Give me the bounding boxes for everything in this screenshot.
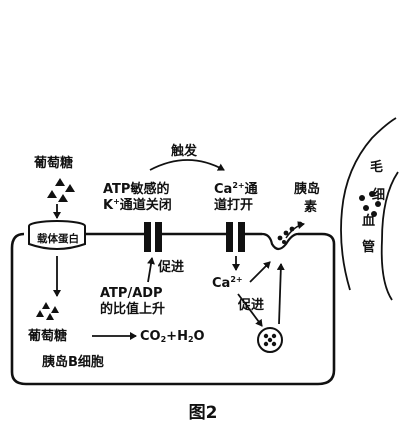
atp-adp-label-line2: 的比值上升	[100, 302, 166, 317]
insulin-granules-released	[277, 221, 303, 244]
carrier-protein-label: 载体蛋白	[37, 233, 79, 245]
promote-label-1: 促进	[158, 260, 185, 275]
capillary-char-3: 血	[362, 214, 376, 229]
atp-adp-label-line1: ATP/ADP	[100, 286, 163, 301]
insulin-label-line2: 素	[304, 200, 318, 215]
atp-k-channel-label-line1: ATP敏感的	[103, 182, 170, 197]
ca-ion-label: Ca2+	[212, 275, 243, 292]
glucose-inside-molecules	[36, 302, 59, 320]
insulin-vesicle	[257, 327, 283, 353]
capillary-char-1: 毛	[370, 160, 384, 175]
exocytosis-opening	[261, 232, 299, 251]
glucose-outside-label: 葡萄糖	[34, 156, 74, 171]
carrier-protein	[28, 220, 86, 250]
capillary-insulin-dots	[359, 191, 381, 217]
trigger-label: 触发	[171, 144, 198, 159]
arrow-trigger	[149, 159, 225, 171]
k-channel	[144, 222, 162, 252]
arrow-ca-to-vesicle	[237, 293, 263, 327]
ca-channel	[226, 222, 245, 252]
cell-membrane	[10, 232, 336, 386]
arrow-ratio-promote-k	[147, 257, 155, 283]
capillary-char-2: 细	[372, 188, 386, 203]
glucose-outside-molecules	[47, 178, 75, 202]
arrow-ca-to-exocytosis	[249, 261, 271, 283]
glucose-inside-label: 葡萄糖	[28, 329, 68, 344]
cell-name-label: 胰岛B细胞	[42, 355, 104, 370]
ca-channel-label-line2: 道打开	[214, 198, 254, 213]
insulin-label-line1: 胰岛	[294, 182, 321, 197]
ca-channel-label-line1: Ca2+通	[214, 181, 258, 198]
promote-label-2: 促进	[238, 298, 265, 313]
capillary-char-4: 管	[362, 240, 376, 255]
capillary-vessel	[340, 117, 399, 301]
arrow-vesicle-to-membrane	[276, 263, 285, 325]
figure-caption: 图2	[188, 403, 218, 423]
products-label: CO2+H2O	[140, 329, 205, 344]
arrow-insulin-release	[285, 221, 305, 239]
atp-k-channel-label-line2: K+通道关闭	[103, 197, 172, 214]
